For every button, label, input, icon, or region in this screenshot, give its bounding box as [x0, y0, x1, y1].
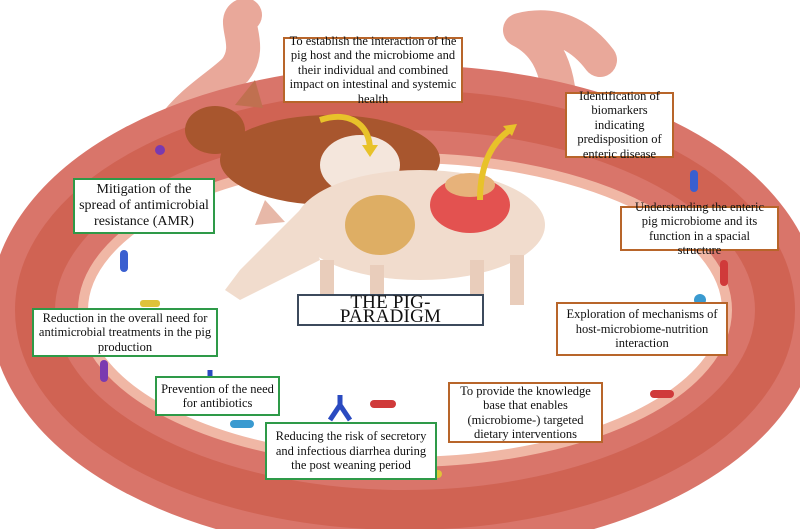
goal-knowledge-base: To provide the knowledge base that enabl… [448, 382, 603, 443]
goal-host-microbiome-interaction: To establish the interaction of the pig … [283, 34, 463, 106]
arrow-icon [319, 113, 373, 151]
outcome-prevention-antibiotics: Prevention of the need for antibiotics [155, 376, 280, 416]
outcome-reduction-antimicrobial: Reduction in the overall need for antimi… [32, 308, 218, 357]
diagram-title: THE PIG-PARADIGM [297, 293, 484, 326]
goal-exploration-mechanisms: Exploration of mechanisms of host-microb… [556, 302, 728, 356]
goal-biomarkers: Identification of biomarkers indicating … [565, 89, 674, 161]
goal-understanding-microbiome: Understanding the enteric pig microbiome… [620, 200, 779, 257]
outcome-reducing-diarrhea: Reducing the risk of secretory and infec… [265, 422, 437, 480]
outcome-mitigation-amr: Mitigation of the spread of antimicrobia… [73, 178, 215, 234]
arrow-icon [477, 127, 512, 201]
